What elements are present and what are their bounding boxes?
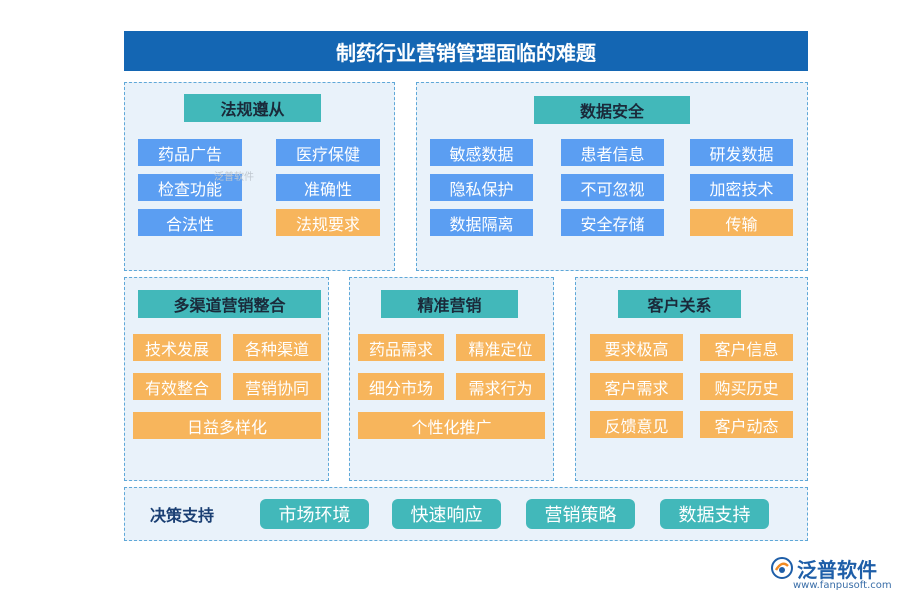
customer-item: 客户动态 (700, 411, 793, 438)
regulation-item: 法规要求 (276, 209, 380, 236)
data-security-item: 数据隔离 (430, 209, 533, 236)
customer-item: 客户信息 (700, 334, 793, 361)
regulation-item: 检查功能 (138, 174, 242, 201)
data-security-item: 安全存储 (561, 209, 664, 236)
customer-item: 要求极高 (590, 334, 683, 361)
data-security-item: 患者信息 (561, 139, 664, 166)
decision-item: 快速响应 (392, 499, 501, 529)
decision-item: 营销策略 (526, 499, 635, 529)
precision-item: 细分市场 (358, 373, 444, 400)
multichannel-item: 日益多样化 (133, 412, 321, 439)
regulation-item: 合法性 (138, 209, 242, 236)
precision-item: 需求行为 (456, 373, 545, 400)
page-title: 制药行业营销管理面临的难题 (124, 31, 808, 71)
regulation-item: 药品广告 (138, 139, 242, 166)
multichannel-heading: 多渠道营销整合 (138, 290, 321, 318)
customer-heading: 客户关系 (618, 290, 741, 318)
precision-item: 精准定位 (456, 334, 545, 361)
multichannel-item: 技术发展 (133, 334, 221, 361)
customer-item: 客户需求 (590, 373, 683, 400)
regulation-item: 医疗保健 (276, 139, 380, 166)
regulation-heading: 法规遵从 (184, 94, 321, 122)
logo-url: www.fanpusoft.com (793, 580, 892, 591)
multichannel-item: 有效整合 (133, 373, 221, 400)
multichannel-item: 营销协同 (233, 373, 321, 400)
precision-item: 个性化推广 (358, 412, 545, 439)
fanpu-logo-icon (770, 556, 794, 580)
watermark: 泛普软件 (214, 172, 254, 183)
decision-label: 决策支持 (150, 506, 215, 525)
decision-item: 数据支持 (660, 499, 769, 529)
data-security-item: 不可忽视 (561, 174, 664, 201)
data-security-item: 研发数据 (690, 139, 793, 166)
data-security-item: 加密技术 (690, 174, 793, 201)
data-security-heading: 数据安全 (534, 96, 690, 124)
decision-item: 市场环境 (260, 499, 369, 529)
customer-item: 反馈意见 (590, 411, 683, 438)
logo-name: 泛普软件 (797, 558, 877, 582)
multichannel-item: 各种渠道 (233, 334, 321, 361)
data-security-item: 传输 (690, 209, 793, 236)
customer-item: 购买历史 (700, 373, 793, 400)
data-security-item: 敏感数据 (430, 139, 533, 166)
regulation-item: 准确性 (276, 174, 380, 201)
precision-item: 药品需求 (358, 334, 444, 361)
data-security-item: 隐私保护 (430, 174, 533, 201)
precision-heading: 精准营销 (381, 290, 518, 318)
